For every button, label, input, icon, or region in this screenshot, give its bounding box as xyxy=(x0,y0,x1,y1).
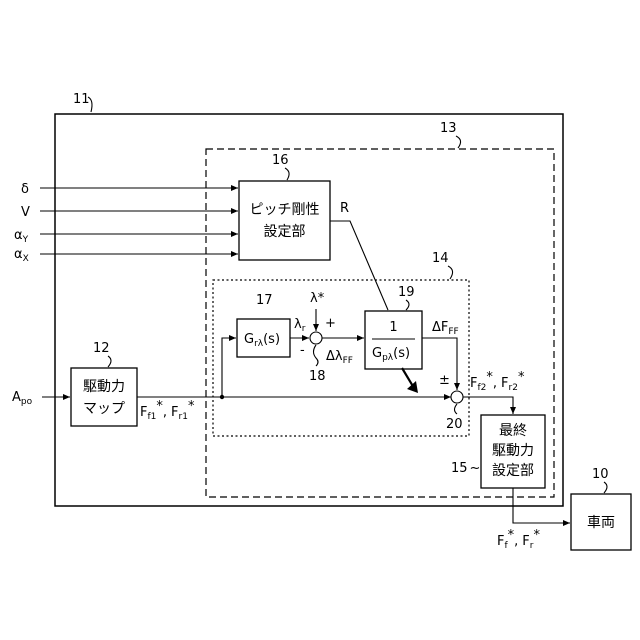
summer18-plus: + xyxy=(325,316,336,331)
inner-unit-ref: 14 xyxy=(432,251,449,266)
pitch-line2: 設定部 xyxy=(264,224,306,240)
signal-lambda-r: λr xyxy=(294,317,306,334)
signal-dlambda-ff: ΔλFF xyxy=(326,349,353,366)
filter-ref: 17 xyxy=(256,293,273,308)
summer18-ref: 18 xyxy=(309,369,326,384)
inverse-leader xyxy=(406,300,409,310)
final-line1: 最終 xyxy=(499,423,527,439)
summer18-minus: - xyxy=(300,343,305,358)
map-ref: 12 xyxy=(93,341,110,356)
pitch-ref: 16 xyxy=(272,153,289,168)
ff-unit-ref: 13 xyxy=(440,121,457,136)
map-output-label: Ff1*,Fr1* xyxy=(140,399,195,422)
vehicle-label: 車両 xyxy=(587,514,615,531)
controller-ref: 11 xyxy=(73,92,90,107)
summer20-ref: 20 xyxy=(446,417,463,432)
pitch-leader xyxy=(285,168,289,180)
final-ref: 15~ xyxy=(451,461,480,476)
inner-unit-leader xyxy=(448,266,453,279)
map-leader xyxy=(108,356,111,367)
summer18-leader xyxy=(314,345,319,366)
summer-20 xyxy=(451,391,463,403)
signal-lambda-star: λ* xyxy=(310,291,325,306)
drive-map-block xyxy=(71,368,137,426)
summer20-leader xyxy=(455,404,458,414)
map-line2: マップ xyxy=(83,401,125,417)
input-alpha-x: αX xyxy=(14,247,29,264)
summer-18 xyxy=(310,332,322,344)
map-line1: 駆動力 xyxy=(83,379,125,395)
input-delta: δ xyxy=(21,182,29,197)
final-output-label: Ff*,Fr* xyxy=(497,528,540,551)
vehicle-ref: 10 xyxy=(592,467,609,482)
final-line3: 設定部 xyxy=(492,463,534,479)
signal-r: R xyxy=(340,201,349,216)
input-apo: Apo xyxy=(12,390,33,407)
vehicle-leader xyxy=(604,482,607,493)
summer20-plus-minus: ± xyxy=(439,373,450,388)
pitch-stiffness-block xyxy=(239,181,330,260)
final-line2: 駆動力 xyxy=(492,443,534,459)
input-v: V xyxy=(21,205,30,220)
inverse-numerator: 1 xyxy=(389,320,397,335)
adjust-arrow-head xyxy=(407,381,418,393)
branch-to-filter xyxy=(222,338,236,397)
summer20-to-final xyxy=(463,397,513,414)
inverse-ref: 19 xyxy=(398,285,415,300)
ff-output-label: Ff2*,Fr2* xyxy=(470,370,525,393)
r-line xyxy=(330,221,388,310)
pitch-line1: ピッチ剛性 xyxy=(250,202,320,218)
signal-dF-ff: ΔFFF xyxy=(432,320,459,337)
ff-unit-leader xyxy=(456,136,461,148)
input-alpha-y: αY xyxy=(14,228,29,245)
